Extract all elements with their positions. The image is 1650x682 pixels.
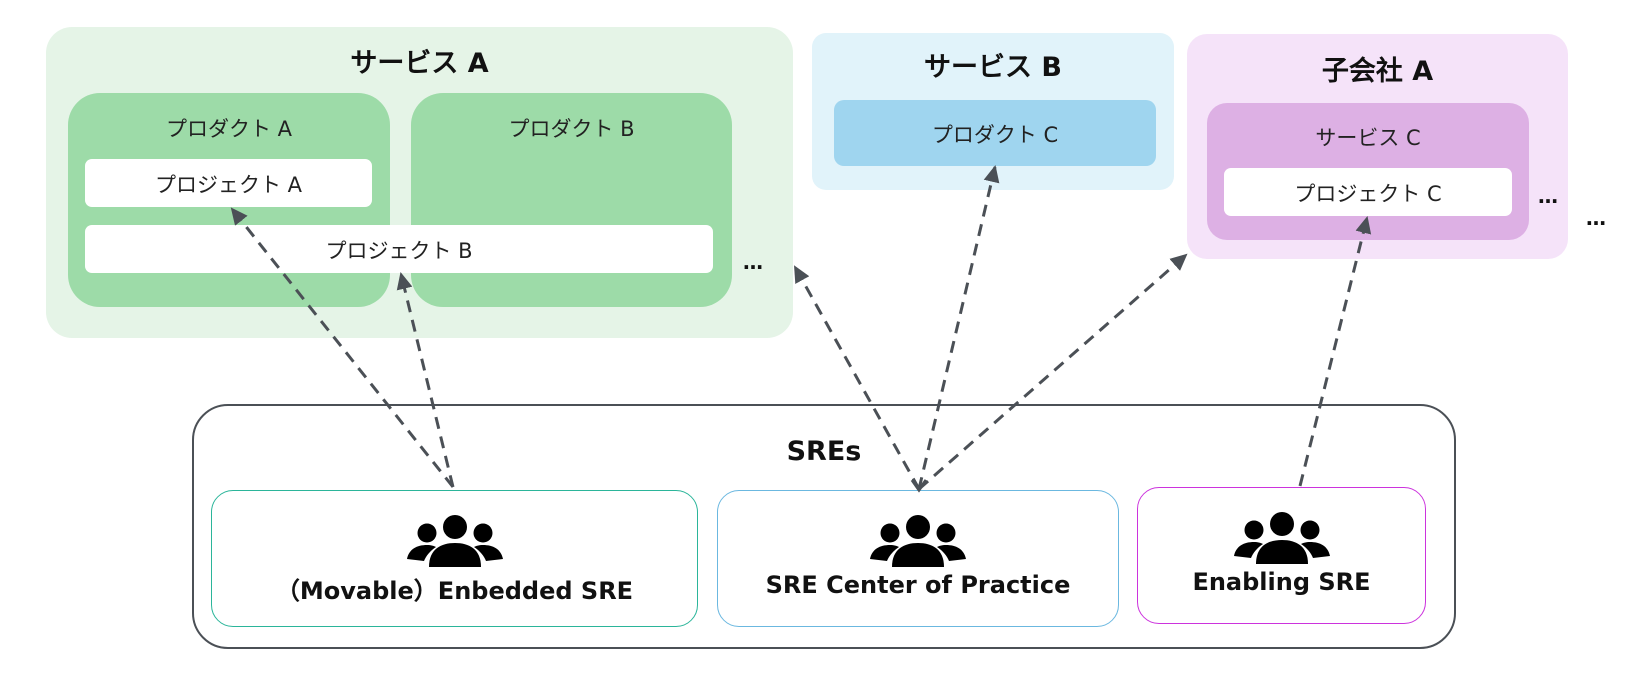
team-cop-name: SRE Center of Practice: [765, 571, 1071, 599]
people-group-icon: [1233, 512, 1330, 564]
project-a-box: プロジェクト A: [85, 159, 372, 207]
team-embedded-sre: （Movable）Enbedded SRE: [211, 490, 698, 627]
subsidiary-a-title: 子会社 A: [1321, 56, 1434, 87]
team-enabling-name: Enabling SRE: [1192, 568, 1371, 596]
product-b-box: プロダクト B: [411, 93, 732, 307]
project-b-label: プロジェクト B: [325, 239, 473, 263]
project-c-box: プロジェクト C: [1224, 168, 1512, 216]
subsidiary-outer-more-ellipsis: …: [1586, 206, 1607, 230]
project-c-label: プロジェクト C: [1294, 182, 1442, 206]
people-group-icon: [406, 515, 503, 567]
team-center-of-practice: SRE Center of Practice: [717, 490, 1119, 627]
people-group-icon: [870, 515, 966, 567]
service-a-title: サービス A: [350, 48, 489, 79]
project-a-label: プロジェクト A: [154, 173, 303, 197]
team-embedded-name: （Movable）Enbedded SRE: [275, 577, 634, 605]
product-c-label: プロダクト C: [931, 123, 1059, 147]
subsidiary-inner-more-ellipsis: …: [1538, 184, 1559, 208]
product-c-box: プロダクト C: [834, 100, 1156, 166]
service-c-label: サービス C: [1315, 126, 1421, 150]
product-a-label: プロダクト A: [165, 117, 293, 141]
sres-title: SREs: [786, 436, 862, 467]
service-b-title: サービス B: [924, 52, 1062, 83]
project-b-box: プロジェクト B: [85, 225, 713, 273]
product-b-label: プロダクト B: [508, 117, 635, 141]
team-enabling-sre: Enabling SRE: [1137, 487, 1426, 624]
service-a-more-ellipsis: …: [743, 250, 764, 274]
